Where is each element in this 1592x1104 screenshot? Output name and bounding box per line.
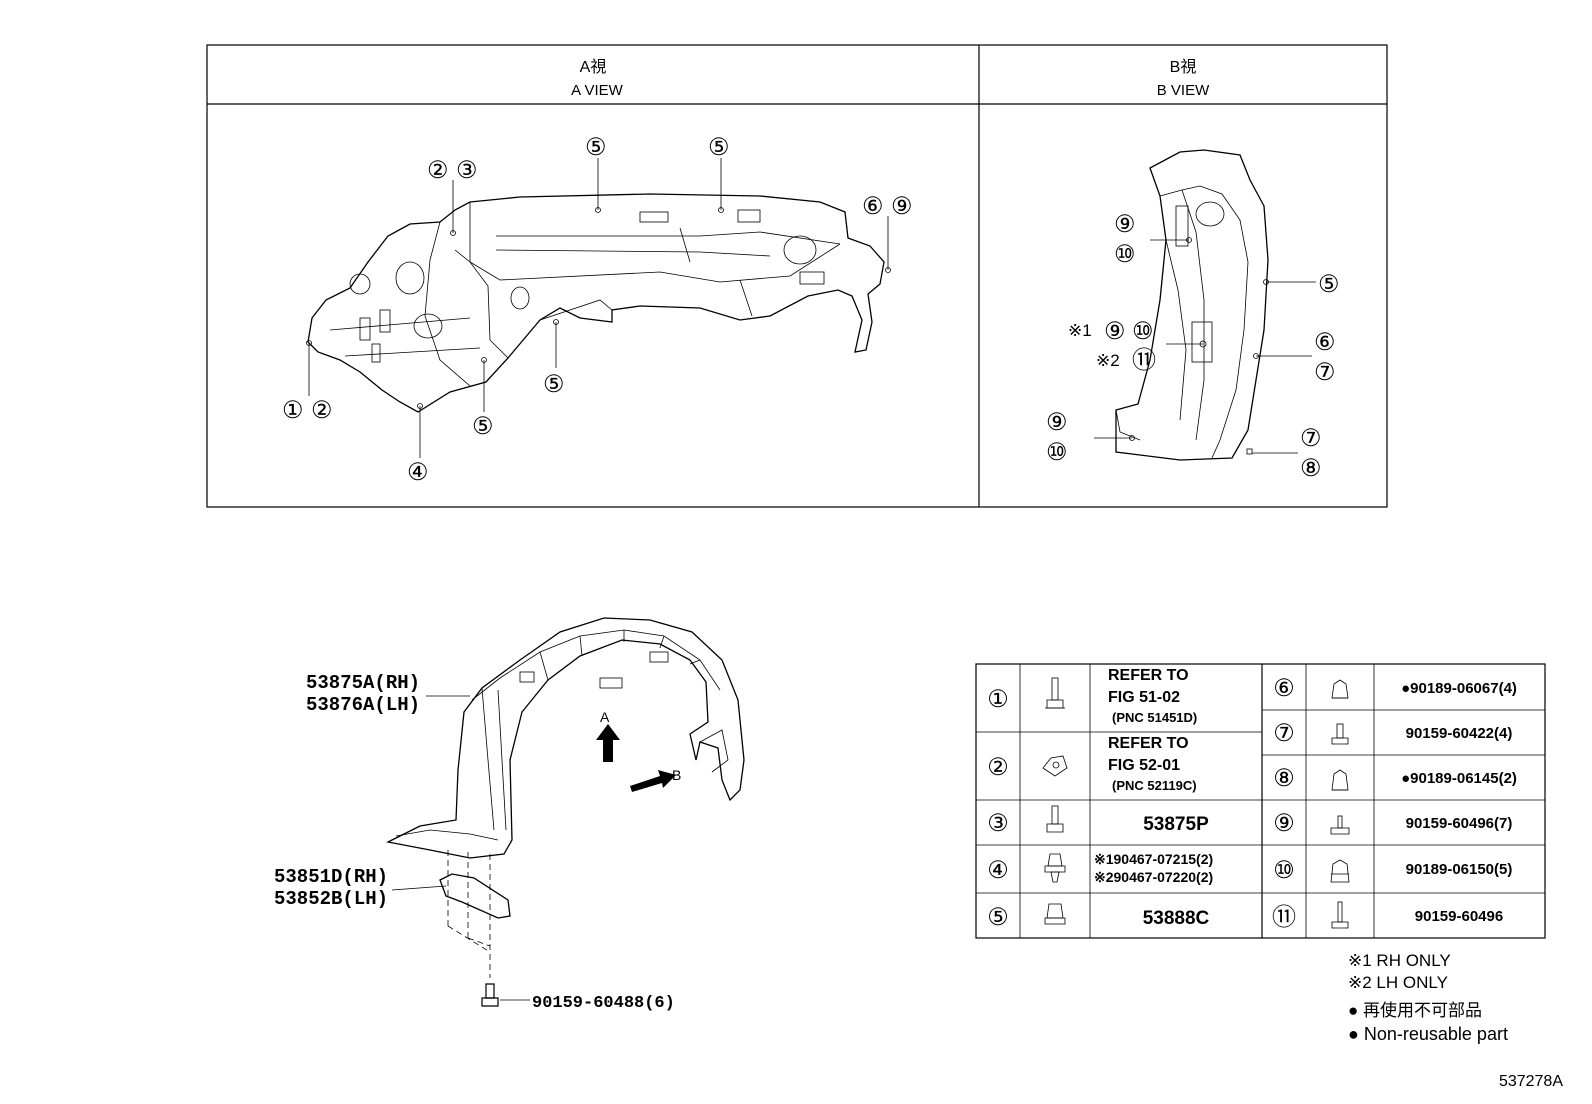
callout-9: ⑨: [1104, 318, 1126, 345]
drawing-id: 537278A: [1499, 1073, 1563, 1090]
table-desc: FIG 51-02: [1108, 689, 1180, 706]
table-num-8: ⑧: [1273, 765, 1295, 792]
clip-nut-icon: [1042, 755, 1068, 777]
table-num-5: ⑤: [987, 904, 1009, 931]
view-b-liner-drawing: [1115, 149, 1269, 461]
callout-9: ⑨: [1046, 409, 1068, 436]
table-part: ※290467-07220(2): [1094, 869, 1213, 885]
note-lh-only: ※2 LH ONLY: [1348, 973, 1448, 992]
callout-5: ⑤: [1318, 271, 1340, 298]
note-1-mark: ※1: [1068, 321, 1092, 340]
note-2-mark: ※2: [1096, 351, 1120, 370]
screw-icon: [1331, 901, 1349, 929]
view-b-title-en: B VIEW: [1157, 82, 1210, 99]
view-b-leaders: [1094, 239, 1316, 454]
table-part: ※190467-07215(2): [1094, 851, 1213, 867]
clip-icon: [1330, 859, 1350, 883]
table-desc: REFER TO: [1108, 667, 1189, 684]
arrow-b-icon: [630, 770, 676, 792]
table-part: 90159-60496: [1415, 908, 1503, 925]
view-b-title-jp: B視: [1170, 58, 1197, 76]
arrow-a-label: A: [600, 709, 610, 725]
table-part: 53875P: [1143, 814, 1209, 835]
callout-5: ⑤: [543, 371, 565, 398]
arrow-a-icon: [596, 724, 620, 762]
callout-2: ②: [311, 397, 333, 424]
table-desc: (PNC 52119C): [1112, 778, 1197, 793]
push-clip-icon: [1044, 853, 1066, 883]
note-non-reusable-jp: ● 再使用不可部品: [1348, 1000, 1482, 1020]
table-part: 53888C: [1143, 908, 1210, 929]
callout-5: ⑤: [708, 134, 730, 161]
callout-10: ⑩: [1114, 241, 1136, 268]
callout-4: ④: [407, 459, 429, 486]
callout-3: ③: [456, 157, 478, 184]
part-screw: 90159-60488(6): [532, 994, 675, 1013]
table-part: 90159-60496(7): [1406, 815, 1513, 832]
bolt-icon: [1046, 805, 1064, 833]
view-a-title-jp: A視: [580, 58, 607, 76]
view-a-liner-drawing: [306, 193, 891, 413]
table-num-4: ④: [987, 857, 1009, 884]
fastener-table: ① ② ③ ④ ⑤ ⑥ ⑦ ⑧ ⑨ ⑩ ⑪ REFER TO FIG 51-02…: [975, 663, 1546, 939]
notes: ※1 RH ONLY ※2 LH ONLY ● 再使用不可部品 ● Non-re…: [1348, 951, 1508, 1044]
part-liner-rh: 53875A(RH): [306, 672, 420, 694]
callout-2: ②: [427, 157, 449, 184]
view-a-leaders: [308, 158, 889, 458]
table-part: 90189-06150(5): [1406, 861, 1513, 878]
callout-5: ⑤: [472, 413, 494, 440]
bolt-icon: [1330, 815, 1350, 835]
view-b-callouts: ⑨ ⑩ ※1 ⑨ ⑩ ※2 ⑪ ⑨ ⑩ ⑤ ⑥ ⑦ ⑦ ⑧: [1046, 211, 1340, 482]
note-non-reusable-en: ● Non-reusable part: [1348, 1024, 1508, 1044]
table-num-6: ⑥: [1273, 675, 1295, 702]
table-part: 90159-60422(4): [1406, 725, 1513, 742]
callout-1: ①: [282, 397, 304, 424]
fender-liner-exploded: [385, 617, 745, 1007]
table-num-10: ⑩: [1273, 857, 1295, 884]
view-a-title-en: A VIEW: [571, 82, 624, 99]
table-part: ●90189-06145(2): [1401, 770, 1517, 787]
clip-icon: [1331, 769, 1349, 791]
arrow-b-label: B: [672, 767, 681, 783]
table-num-7: ⑦: [1273, 720, 1295, 747]
table-desc: REFER TO: [1108, 735, 1189, 752]
view-a-callouts: ② ③ ⑤ ⑤ ⑥ ⑨ ① ② ④ ⑤ ⑤: [282, 134, 913, 486]
callout-10: ⑩: [1132, 318, 1154, 345]
fender-labels: 53875A(RH) 53876A(LH) 53851D(RH) 53852B(…: [274, 672, 675, 1013]
table-num-3: ③: [987, 810, 1009, 837]
table-part: ●90189-06067(4): [1401, 680, 1517, 697]
callout-8: ⑧: [1300, 455, 1322, 482]
part-seal-lh: 53852B(LH): [274, 888, 388, 910]
callout-6: ⑥: [1314, 329, 1336, 356]
callout-7: ⑦: [1300, 425, 1322, 452]
callout-11: ⑪: [1132, 347, 1156, 374]
part-liner-lh: 53876A(LH): [306, 694, 420, 716]
table-desc: FIG 52-01: [1108, 757, 1180, 774]
table-desc: (PNC 51451D): [1112, 710, 1197, 725]
callout-7: ⑦: [1314, 359, 1336, 386]
callout-10: ⑩: [1046, 439, 1068, 466]
table-num-9: ⑨: [1273, 810, 1295, 837]
note-rh-only: ※1 RH ONLY: [1348, 951, 1451, 970]
bolt-icon: [1331, 723, 1349, 745]
table-num-1: ①: [987, 686, 1009, 713]
part-seal-rh: 53851D(RH): [274, 866, 388, 888]
clip-icon: [1331, 679, 1349, 699]
callout-6: ⑥: [862, 193, 884, 220]
table-num-11: ⑪: [1272, 904, 1296, 931]
table-num-2: ②: [987, 754, 1009, 781]
callout-5: ⑤: [585, 134, 607, 161]
view-frame: A視 A VIEW B視 B VIEW: [206, 44, 1388, 508]
push-clip-icon: [1044, 903, 1066, 925]
callout-9: ⑨: [1114, 211, 1136, 238]
callout-9: ⑨: [891, 193, 913, 220]
bolt-icon: [1045, 677, 1065, 709]
